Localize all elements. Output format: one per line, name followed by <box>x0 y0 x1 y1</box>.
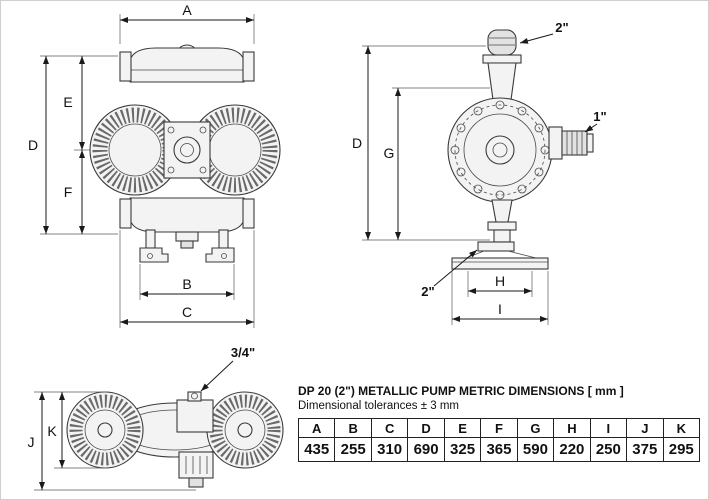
col-header-h: H <box>553 418 591 438</box>
dim-value-f: 365 <box>480 437 518 462</box>
front-dim-a-label: A <box>182 2 192 18</box>
dim-value-b: 255 <box>334 437 372 462</box>
front-feet <box>139 229 235 263</box>
top-left-chamber <box>66 391 144 469</box>
side-bolt-circle <box>450 100 550 200</box>
top-right-chamber <box>206 391 284 469</box>
dim-value-g: 590 <box>516 437 555 462</box>
table-header-row: A B C D E F G H I J K <box>297 418 701 438</box>
front-dim-e-label: E <box>63 94 72 110</box>
dimensions-table-block: DP 20 (2") METALLIC PUMP METRIC DIMENSIO… <box>297 384 701 462</box>
dim-value-a: 435 <box>297 437 336 462</box>
side-view: D G 2" 1" 2" H I <box>352 20 607 325</box>
front-top-manifold <box>119 44 255 83</box>
top-port-air-leader <box>200 360 234 392</box>
dim-value-e: 325 <box>443 437 482 462</box>
top-port-air-label: 3/4" <box>231 345 255 360</box>
col-header-c: C <box>370 418 409 438</box>
side-top-port <box>482 29 522 101</box>
top-air-valve <box>178 451 214 488</box>
dim-value-k: 295 <box>662 437 701 462</box>
side-port-side-leader <box>584 123 598 133</box>
front-dim-f-label: F <box>64 184 73 200</box>
front-dim-b-label: B <box>182 276 191 292</box>
side-chamber <box>447 97 553 203</box>
side-dim-g-label: G <box>384 145 395 161</box>
col-header-e: E <box>443 418 482 438</box>
top-center-port <box>176 391 214 433</box>
col-header-j: J <box>626 418 664 438</box>
col-header-f: F <box>480 418 518 438</box>
col-header-b: B <box>334 418 372 438</box>
side-port-bottom-leader <box>433 249 478 287</box>
dim-value-j: 375 <box>626 437 664 462</box>
side-port-top-label: 2" <box>555 20 568 35</box>
top-dimensions: J K 3/4" <box>28 345 255 491</box>
col-header-a: A <box>297 418 336 438</box>
front-dim-c-label: C <box>182 304 192 320</box>
dimensions-grid: A B C D E F G H I J K 435 255 310 690 32… <box>297 418 701 462</box>
col-header-d: D <box>407 418 445 438</box>
dim-value-d: 690 <box>407 437 445 462</box>
side-dimensions: D G 2" 1" 2" H I <box>352 20 607 325</box>
top-dim-j-label: J <box>28 434 35 450</box>
side-dim-d-label: D <box>352 135 362 151</box>
col-header-i: I <box>589 418 628 438</box>
side-dim-h-label: H <box>495 273 505 289</box>
side-port-top-leader <box>519 33 554 44</box>
side-bottom-assembly <box>451 199 549 270</box>
front-dimensions: A E D F B C <box>28 2 255 328</box>
col-header-k: K <box>662 418 701 438</box>
table-title: DP 20 (2") METALLIC PUMP METRIC DIMENSIO… <box>298 384 624 398</box>
top-dim-k-label: K <box>47 423 57 439</box>
table-tolerance-note: Dimensional tolerances ± 3 mm <box>298 400 459 412</box>
dim-value-c: 310 <box>370 437 409 462</box>
front-dim-d-label: D <box>28 137 38 153</box>
side-port-bottom-label: 2" <box>421 284 434 299</box>
front-view: A E D F B C <box>28 2 281 328</box>
dim-value-h: 220 <box>553 437 591 462</box>
side-dim-i-label: I <box>498 301 502 317</box>
side-right-port <box>548 126 594 160</box>
table-values-row: 435 255 310 690 325 365 590 220 250 375 … <box>297 437 701 462</box>
side-port-side-label: 1" <box>593 109 606 124</box>
top-view: J K 3/4" <box>28 345 284 491</box>
front-center-body <box>163 121 211 179</box>
col-header-g: G <box>516 418 555 438</box>
front-bottom-manifold <box>119 197 255 249</box>
dim-value-i: 250 <box>589 437 628 462</box>
